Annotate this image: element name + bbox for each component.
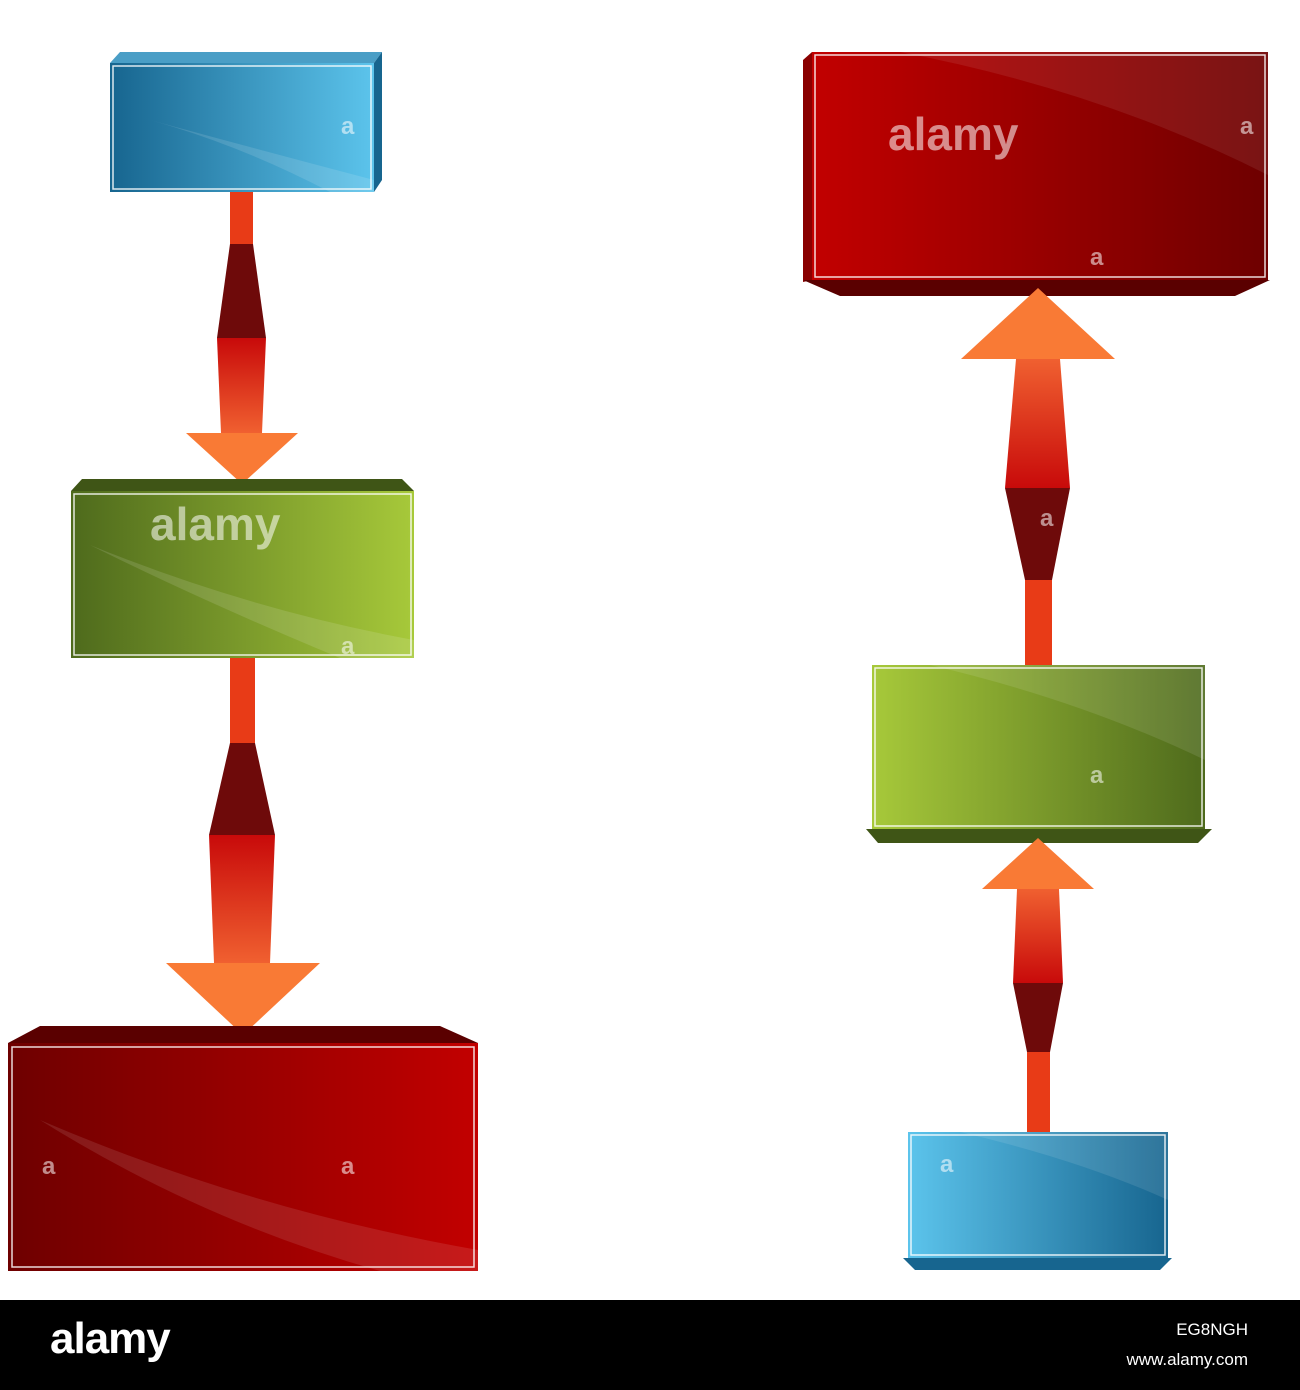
footer-bar: alamy EG8NGH www.alamy.com	[0, 1300, 1300, 1390]
watermark-letter: a	[940, 1151, 954, 1178]
right-arrow-1	[961, 288, 1115, 665]
watermark-letter: a	[1240, 113, 1254, 140]
right-top-red-box	[803, 52, 1270, 296]
watermark-letter: a	[341, 633, 355, 660]
right-middle-green-box	[866, 665, 1212, 843]
footer-image-id: EG8NGH	[1176, 1320, 1248, 1339]
footer-brand-logo: alamy	[50, 1314, 171, 1363]
watermark-letter: a	[1090, 244, 1104, 271]
watermark-letter: a	[42, 1153, 56, 1180]
right-bottom-blue-box	[903, 1132, 1172, 1270]
left-bottom-red-box	[8, 1026, 478, 1271]
watermark-letter: a	[341, 1153, 355, 1180]
watermark-layer: alamy alamy a a a a a a a a a	[42, 108, 1254, 1180]
right-arrow-2	[982, 838, 1094, 1132]
flow-diagram: alamy alamy a a a a a a a a a	[8, 52, 1270, 1271]
watermark-letter: a	[1040, 505, 1054, 532]
left-top-blue-box	[110, 52, 382, 192]
watermark-logo-right: alamy	[888, 108, 1019, 160]
watermark-letter: a	[1090, 762, 1104, 789]
left-arrow-1	[186, 192, 298, 484]
footer-site-url: www.alamy.com	[1126, 1350, 1248, 1369]
left-middle-green-box	[71, 479, 414, 658]
left-arrow-2	[166, 658, 320, 1035]
watermark-logo-left: alamy	[150, 498, 281, 550]
watermark-letter: a	[341, 113, 355, 140]
